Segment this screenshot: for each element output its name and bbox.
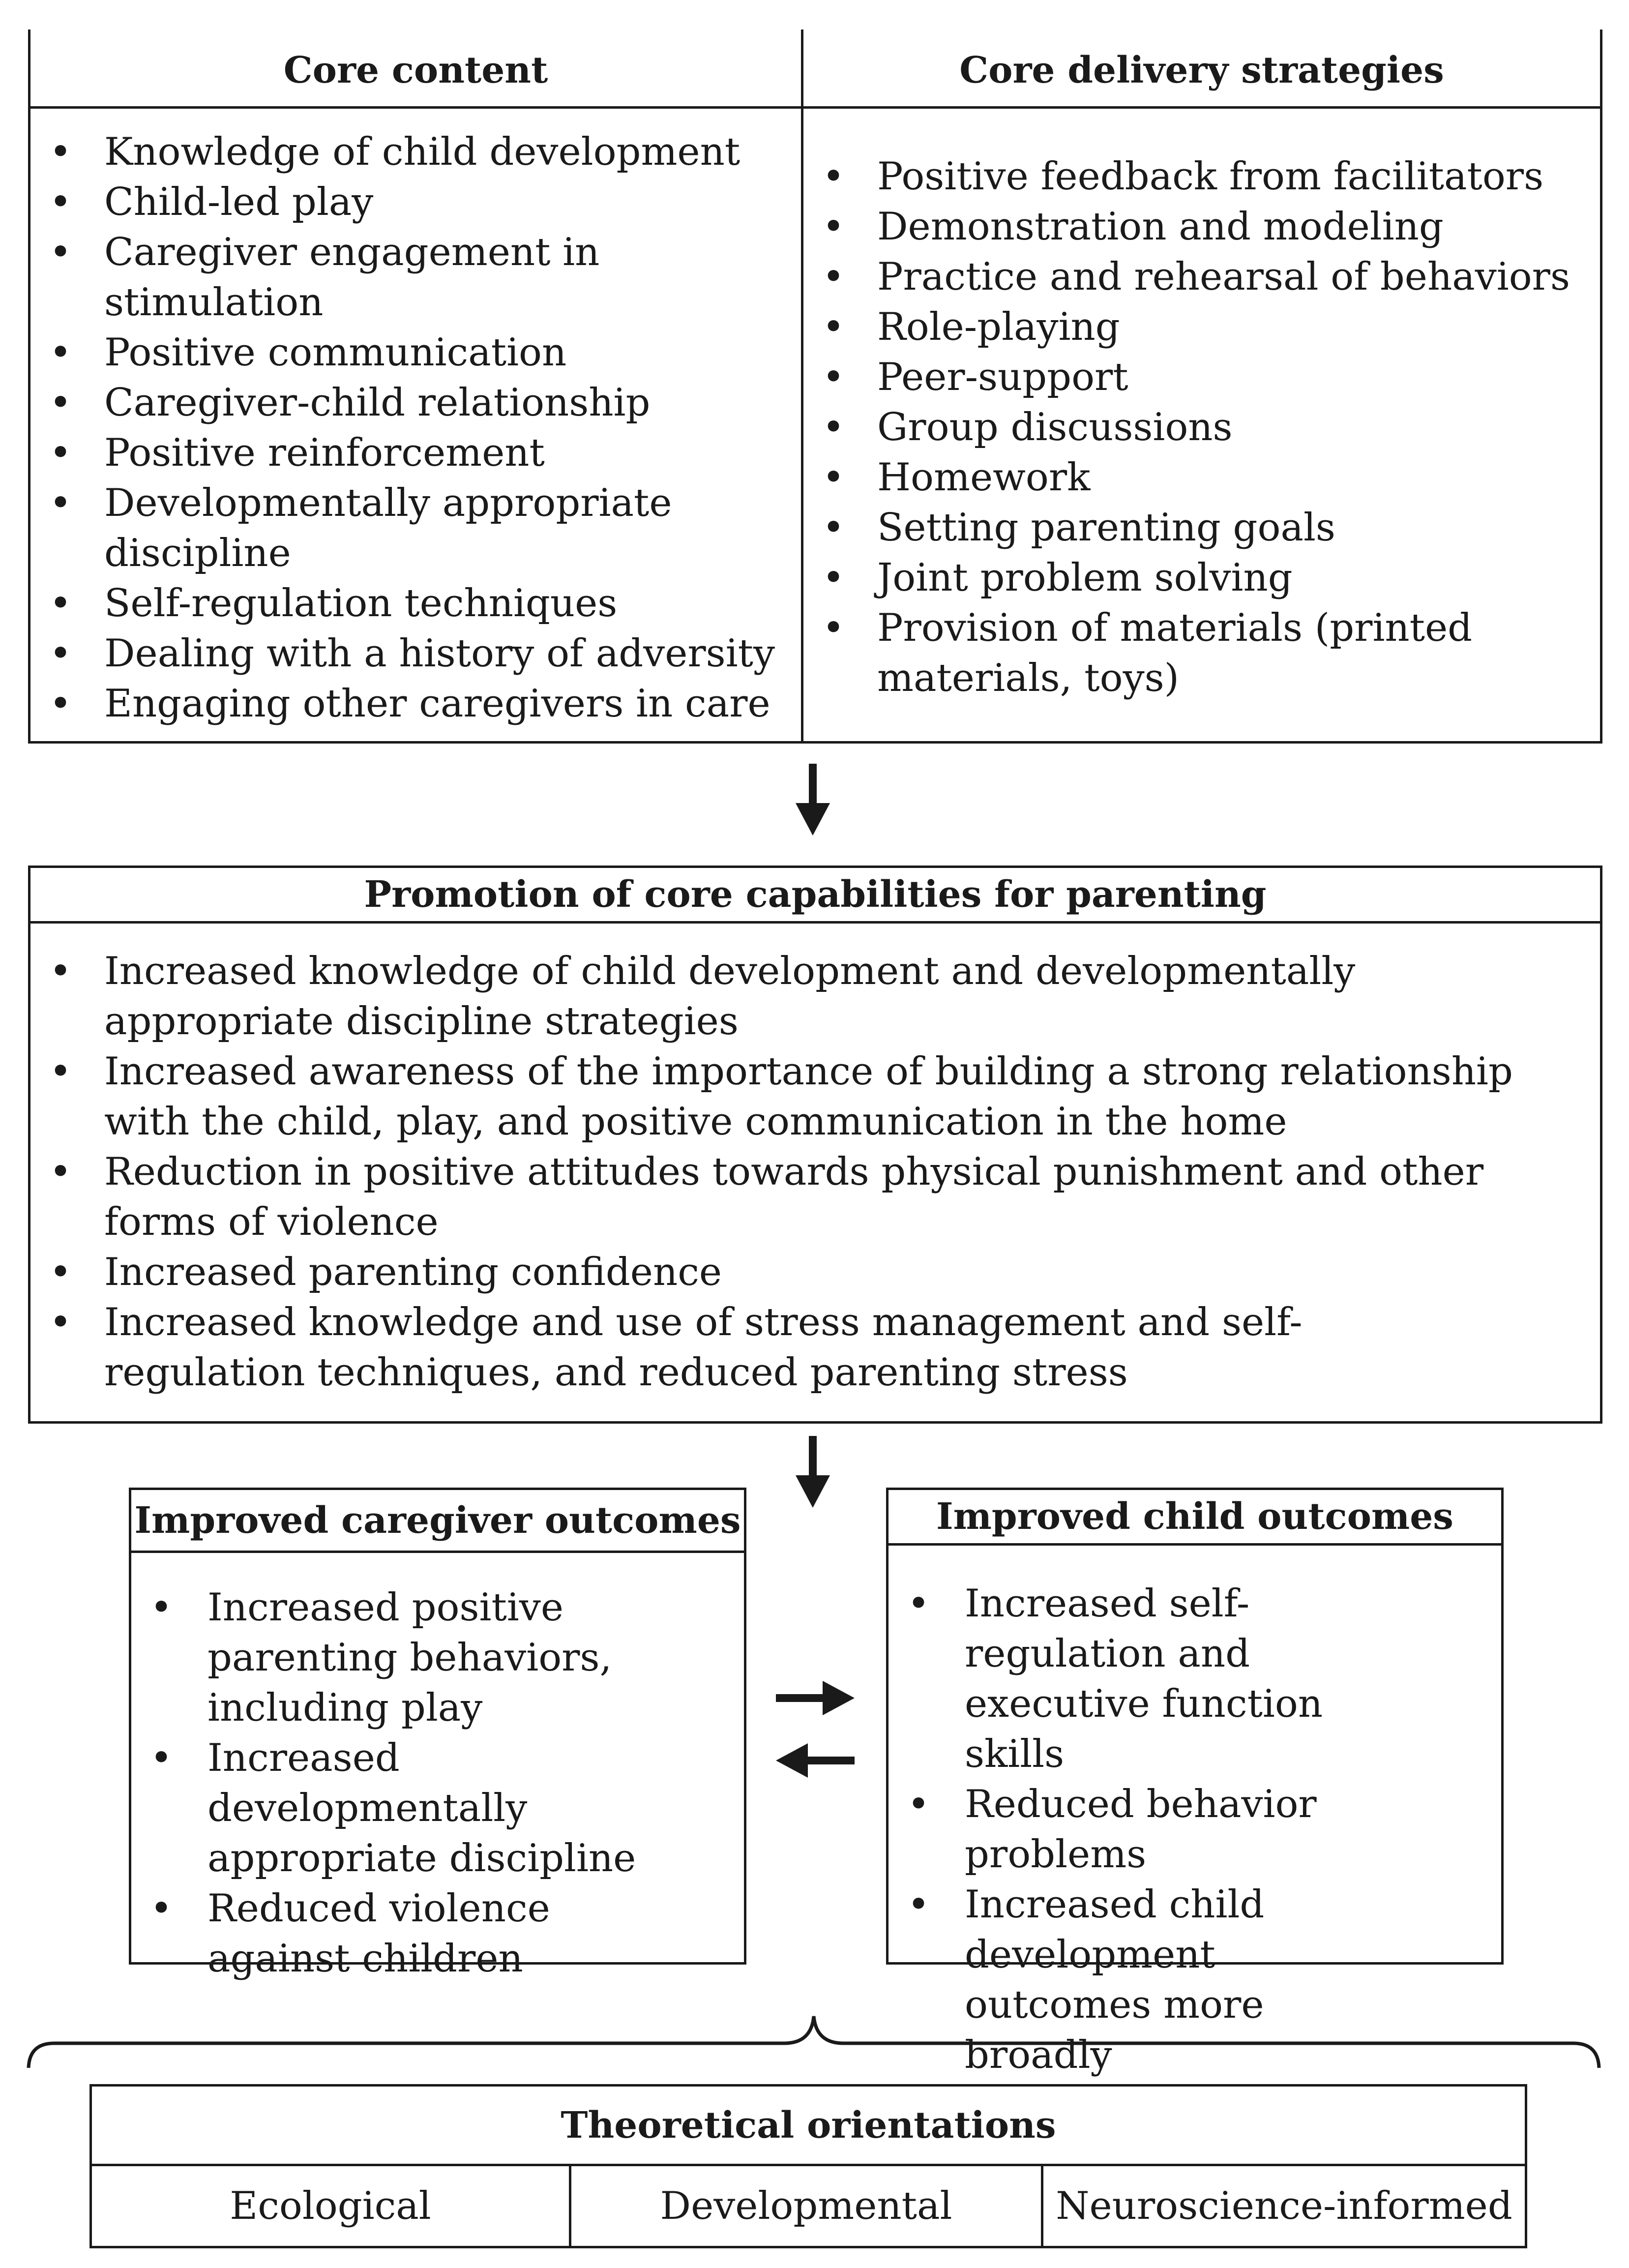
list-item: Peer-support bbox=[803, 352, 1590, 402]
promotion-list: Increased knowledge of child development… bbox=[30, 946, 1589, 1398]
list-item: Increased knowledge and use of stress ma… bbox=[30, 1297, 1589, 1398]
theoretical-developmental: Developmental bbox=[660, 2184, 952, 2228]
list-item: Role-playing bbox=[803, 302, 1590, 352]
core-content-header: Core content bbox=[283, 49, 548, 91]
core-delivery-list: Positive feedback from facilitators Demo… bbox=[803, 151, 1590, 703]
list-item: Child-led play bbox=[30, 177, 788, 227]
caregiver-outcomes-header: Improved caregiver outcomes bbox=[134, 1499, 741, 1542]
list-item: Reduction in positive attitudes towards … bbox=[30, 1147, 1589, 1247]
child-outcomes-list: Increased self-regulation and executive … bbox=[889, 1579, 1488, 2080]
arrow-down-icon bbox=[796, 764, 830, 836]
list-item: Positive reinforcement bbox=[30, 428, 788, 478]
list-item: Increased developmentally appropriate di… bbox=[131, 1733, 721, 1883]
list-item: Increased positive parenting behaviors, … bbox=[131, 1582, 721, 1733]
list-item: Demonstration and modeling bbox=[803, 202, 1590, 252]
core-content-list: Knowledge of child development Child-led… bbox=[30, 127, 788, 729]
theoretical-table bbox=[89, 2084, 1527, 2248]
core-table-header-rule bbox=[28, 106, 1602, 109]
list-item: Positive communication bbox=[30, 328, 788, 378]
list-item: Increased child development outcomes mor… bbox=[889, 1880, 1488, 2080]
caregiver-header-rule bbox=[129, 1551, 746, 1553]
core-table-left-top-edge bbox=[28, 30, 30, 108]
arrow-right-icon bbox=[776, 1681, 855, 1715]
list-item: Increased awareness of the importance of… bbox=[30, 1046, 1589, 1147]
theoretical-divider-1 bbox=[569, 2164, 571, 2248]
caregiver-outcomes-list: Increased positive parenting behaviors, … bbox=[131, 1582, 721, 1984]
list-item: Knowledge of child development bbox=[30, 127, 788, 177]
list-item: Increased self-regulation and executive … bbox=[889, 1579, 1488, 1779]
arrow-left-icon bbox=[776, 1743, 855, 1778]
list-item: Developmentally appropriate discipline bbox=[30, 478, 788, 578]
list-item: Practice and rehearsal of behaviors bbox=[803, 252, 1590, 302]
list-item: Engaging other caregivers in care bbox=[30, 679, 788, 729]
child-header-rule bbox=[886, 1543, 1504, 1546]
list-item: Reduced violence against children bbox=[131, 1883, 721, 1984]
core-delivery-header: Core delivery strategies bbox=[959, 49, 1444, 91]
list-item: Increased parenting confidence bbox=[30, 1247, 1589, 1297]
list-item: Provision of materials (printed material… bbox=[803, 603, 1590, 703]
promotion-header: Promotion of core capabilities for paren… bbox=[364, 873, 1267, 916]
list-item: Positive feedback from facilitators bbox=[803, 151, 1590, 202]
list-item: Homework bbox=[803, 452, 1590, 503]
theoretical-divider-2 bbox=[1041, 2164, 1043, 2248]
core-table-divider bbox=[801, 30, 803, 743]
theoretical-ecological: Ecological bbox=[230, 2184, 431, 2228]
theoretical-neuroscience: Neuroscience-informed bbox=[1056, 2184, 1512, 2228]
list-item: Reduced behavior problems bbox=[889, 1779, 1488, 1880]
list-item: Setting parenting goals bbox=[803, 503, 1590, 553]
list-item: Self-regulation techniques bbox=[30, 578, 788, 628]
list-item: Group discussions bbox=[803, 402, 1590, 452]
list-item: Increased knowledge of child development… bbox=[30, 946, 1589, 1046]
theoretical-header: Theoretical orientations bbox=[561, 2104, 1056, 2147]
arrow-down-icon bbox=[796, 1436, 830, 1508]
list-item: Caregiver-child relationship bbox=[30, 378, 788, 428]
list-item: Joint problem solving bbox=[803, 553, 1590, 603]
theoretical-header-rule bbox=[89, 2164, 1527, 2166]
list-item: Dealing with a history of adversity bbox=[30, 628, 788, 679]
promotion-header-rule bbox=[28, 921, 1602, 924]
child-outcomes-header: Improved child outcomes bbox=[936, 1495, 1453, 1538]
list-item: Caregiver engagement in stimulation bbox=[30, 227, 788, 328]
curly-brace-icon bbox=[27, 2016, 1601, 2068]
